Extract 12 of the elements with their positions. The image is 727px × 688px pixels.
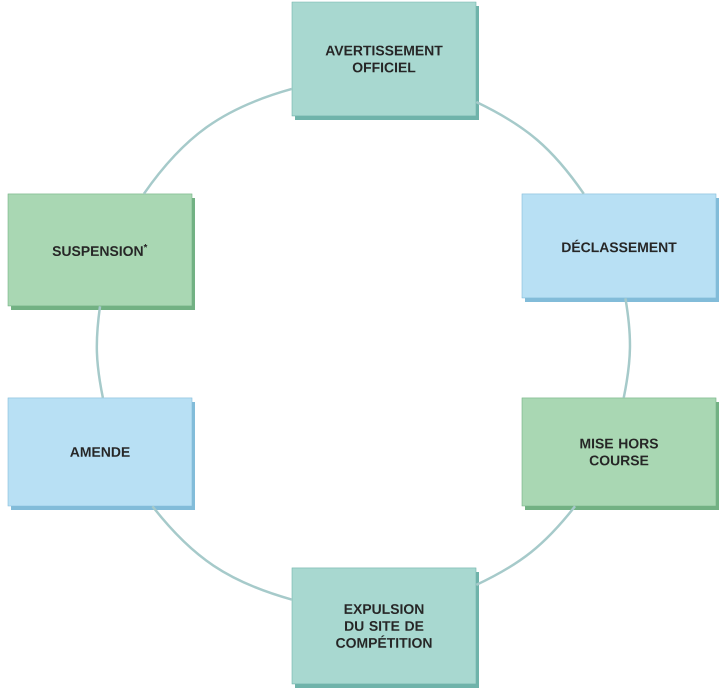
connector-arc	[622, 298, 632, 398]
label-box: DÉCLASSEMENT	[522, 194, 719, 302]
label-box: AVERTISSEMENT OFFICIEL	[292, 2, 479, 120]
connector-arc	[476, 100, 585, 194]
connector-arc	[96, 306, 104, 398]
label-box: MISE HORS COURSE	[522, 398, 719, 510]
label-box: AMENDE	[8, 398, 195, 510]
label-box: EXPULSION DU SITE DE COMPÉTITION	[292, 568, 479, 688]
connector-arc	[476, 506, 576, 586]
label-box: SUSPENSION$^{*}$	[8, 194, 195, 310]
connector-arc	[142, 88, 292, 194]
connector-arc	[151, 506, 292, 601]
